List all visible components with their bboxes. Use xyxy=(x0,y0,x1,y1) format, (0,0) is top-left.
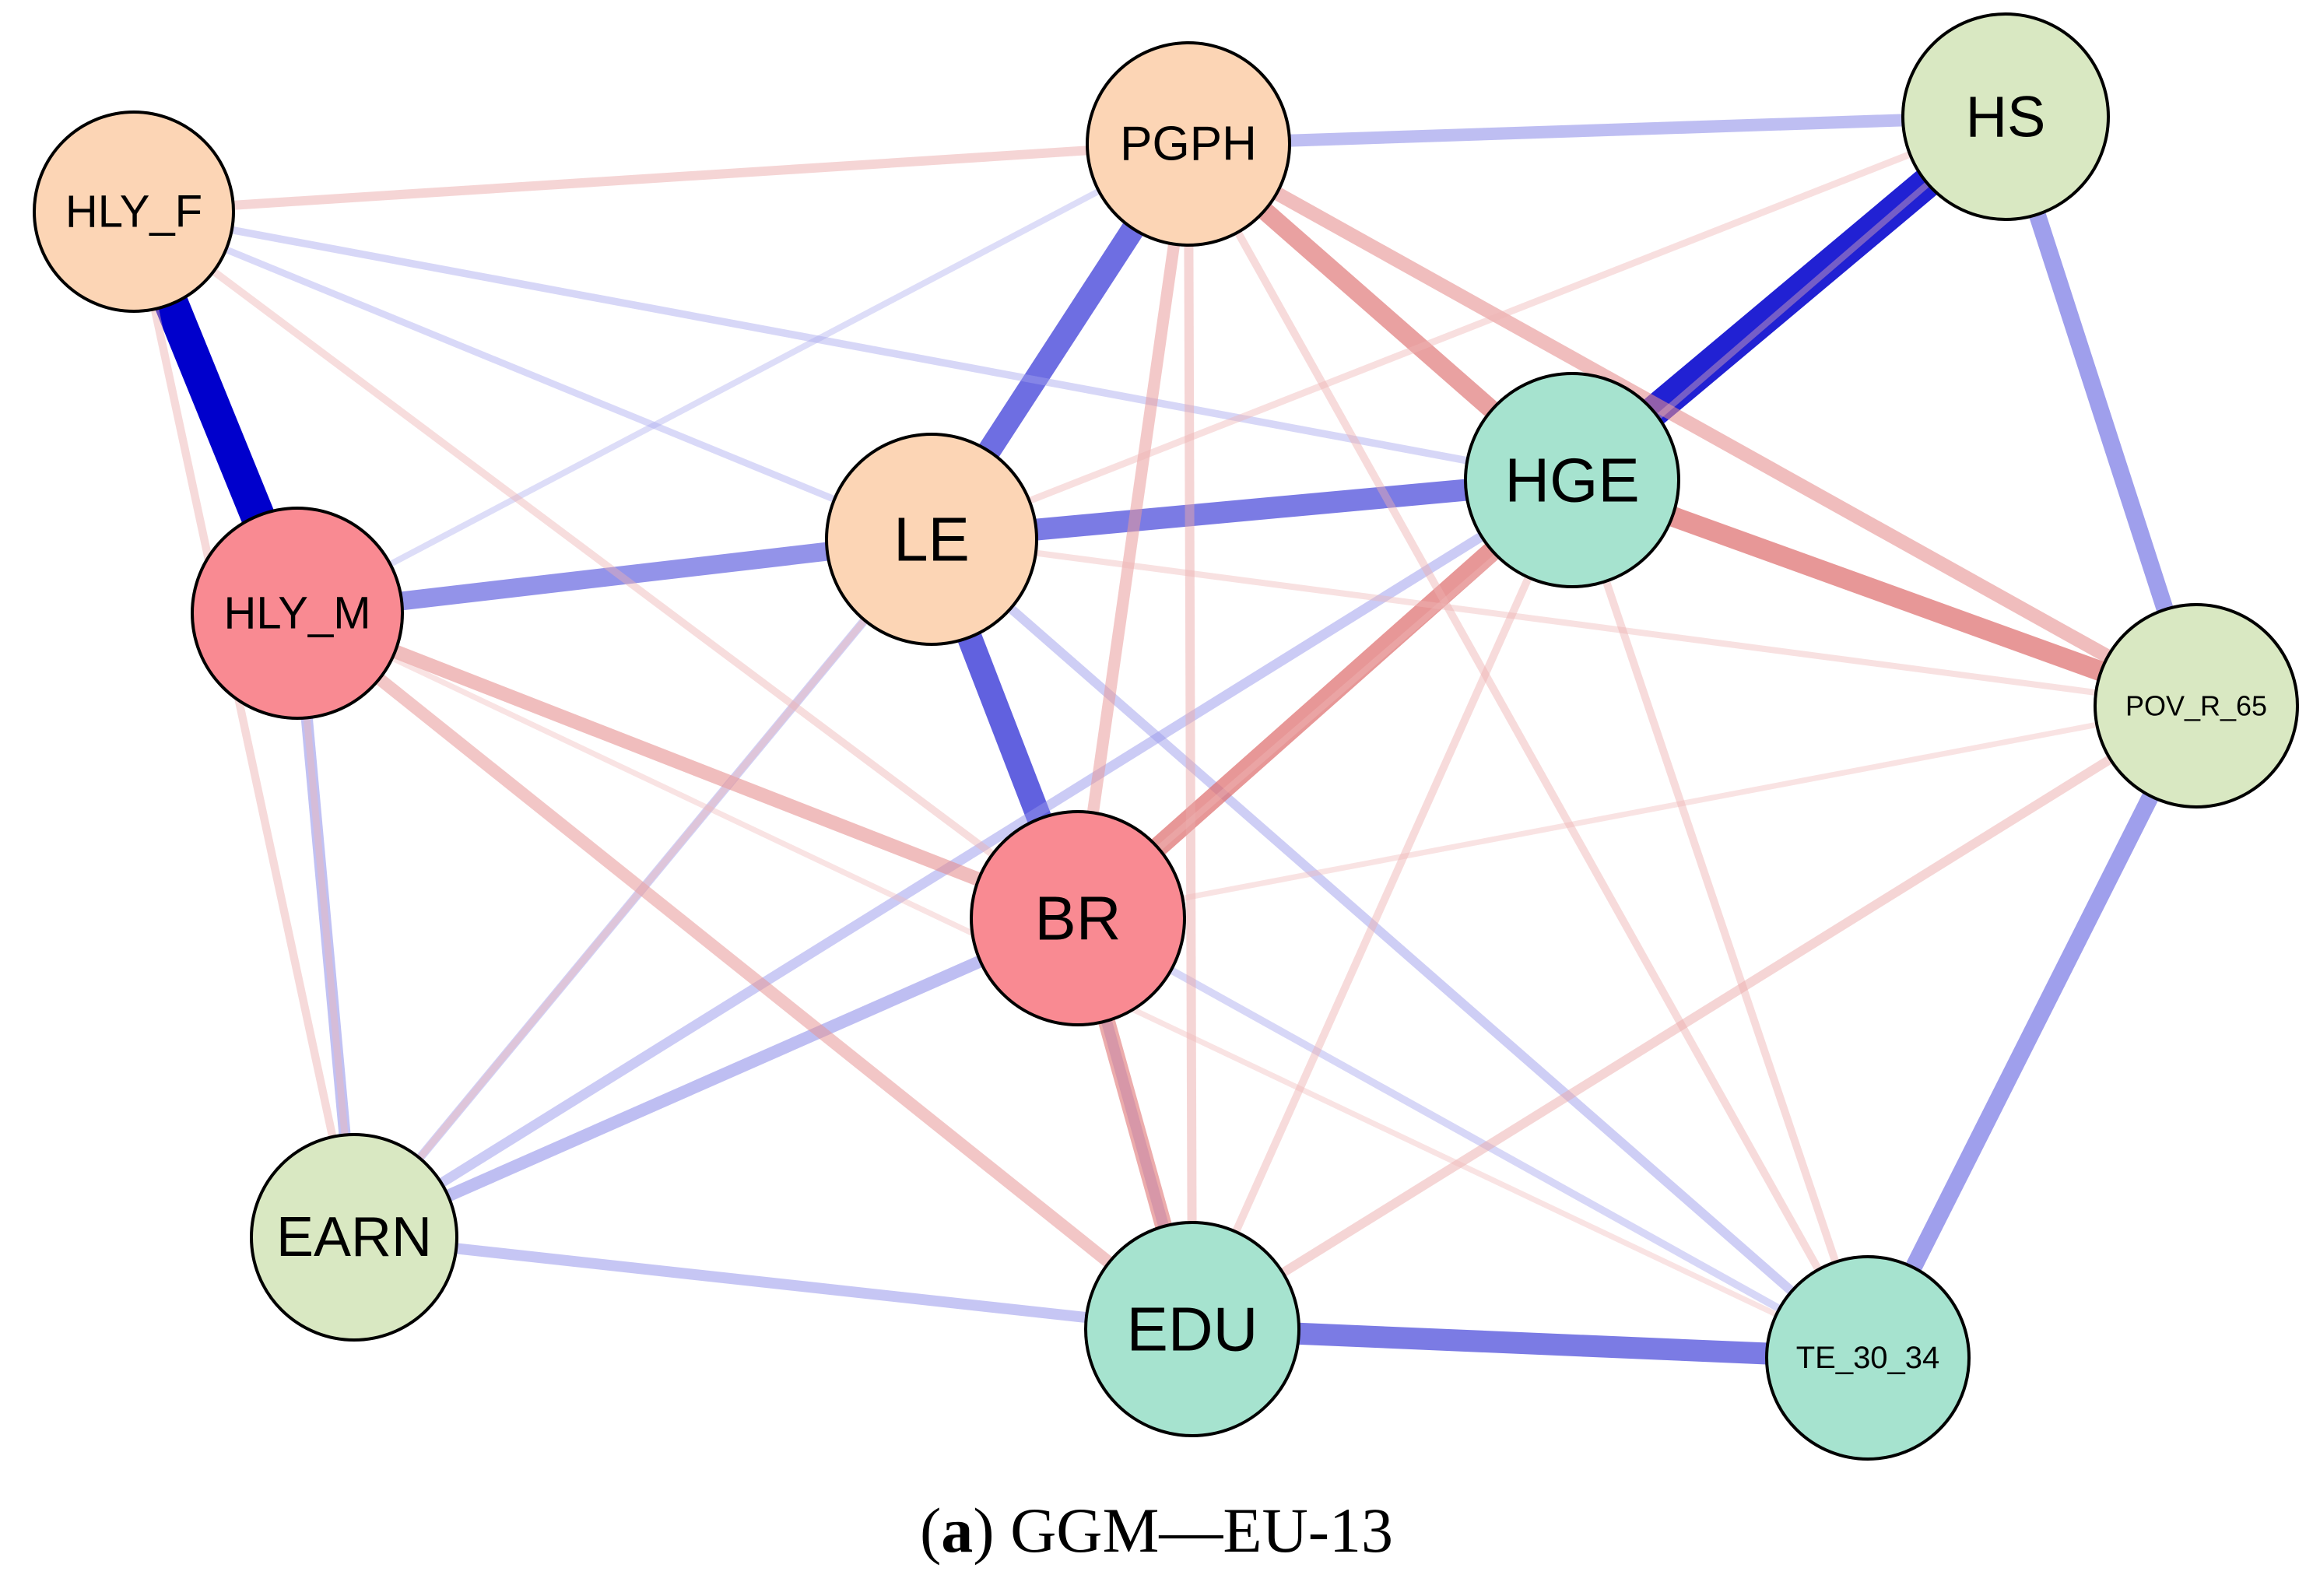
edge-pgph-pov_r_65 xyxy=(1185,138,2200,712)
node-hs: HS xyxy=(1901,12,2110,221)
caption-text: GGM—EU-13 xyxy=(1010,1495,1394,1566)
edge-earn-edu xyxy=(353,1232,1193,1335)
edge-hs-le xyxy=(930,113,2007,543)
edge-le-earn xyxy=(351,537,935,1240)
node-label-hs: HS xyxy=(1966,85,2046,149)
edge-pgph-edu xyxy=(1184,143,1197,1330)
edges-layer xyxy=(118,104,2205,1369)
edge-hge-pov_r_65 xyxy=(1568,470,2200,716)
edge-earn-hge xyxy=(351,475,1575,1242)
edge-pov_r_65-br xyxy=(1077,703,2197,921)
node-hge: HGE xyxy=(1464,372,1680,588)
node-label-hge: HGE xyxy=(1504,446,1639,515)
edge-pgph-br xyxy=(1072,142,1195,920)
node-earn: EARN xyxy=(250,1133,458,1342)
node-circle-hge xyxy=(1464,372,1680,588)
edge-earn-br xyxy=(351,912,1081,1243)
node-circle-hly_m xyxy=(191,507,404,720)
node-label-pgph: PGPH xyxy=(1120,118,1257,171)
edge-pov_r_65-te_30_34 xyxy=(1860,702,2204,1362)
edge-pgph-te_30_34 xyxy=(1185,142,1872,1360)
node-label-le: LE xyxy=(893,505,970,574)
node-label-te_30_34: TE_30_34 xyxy=(1796,1341,1940,1375)
edge-hly_f-br xyxy=(132,209,1080,921)
figure-caption: (a) GGM—EU-13 xyxy=(919,1495,1394,1566)
edge-edu-te_30_34 xyxy=(1192,1318,1869,1369)
node-te_30_34: TE_30_34 xyxy=(1765,1255,1971,1461)
edge-br-te_30_34 xyxy=(1076,914,1870,1362)
node-circle-pgph xyxy=(1086,41,1291,247)
node-le: LE xyxy=(825,433,1038,646)
edge-hly_f-pgph xyxy=(133,139,1189,216)
node-pgph: PGPH xyxy=(1086,41,1291,247)
node-br: BR xyxy=(970,810,1186,1026)
edge-hge-edu xyxy=(1188,478,1576,1331)
caption-label: a xyxy=(941,1495,974,1566)
node-circle-hly_f xyxy=(33,110,235,313)
node-circle-br xyxy=(970,810,1186,1026)
edge-hge-br xyxy=(1071,472,1579,926)
node-label-edu: EDU xyxy=(1127,1295,1258,1364)
edge-hly_f-earn xyxy=(129,210,359,1239)
edge-hly_f-le xyxy=(132,208,933,543)
node-hly_f: HLY_F xyxy=(33,110,235,313)
node-circle-le xyxy=(825,433,1038,646)
node-label-earn: EARN xyxy=(276,1206,432,1268)
node-circle-te_30_34 xyxy=(1765,1255,1971,1461)
node-circle-pov_r_65 xyxy=(2094,603,2299,809)
node-circle-earn xyxy=(250,1133,458,1342)
edge-hly_m-pgph xyxy=(296,141,1190,616)
edge-hge-te_30_34 xyxy=(1568,479,1872,1359)
edge-hly_m-edu xyxy=(293,608,1196,1335)
node-edu: EDU xyxy=(1084,1221,1300,1437)
edge-le-te_30_34 xyxy=(928,535,1871,1362)
node-label-pov_r_65: POV_R_65 xyxy=(2125,690,2267,722)
edge-pov_r_65-edu xyxy=(1189,701,2199,1334)
edge-hly_f-hge xyxy=(133,208,1573,484)
node-label-br: BR xyxy=(1034,884,1121,953)
node-label-hly_f: HLY_F xyxy=(65,187,202,237)
node-circle-hs xyxy=(1901,12,2110,221)
edge-pgph-hs xyxy=(1188,110,2006,150)
edge-hly_m-br xyxy=(294,606,1081,925)
node-circle-edu xyxy=(1084,1221,1300,1437)
node-pov_r_65: POV_R_65 xyxy=(2094,603,2299,809)
edge-le-pov_r_65 xyxy=(931,536,2197,709)
node-hly_m: HLY_M xyxy=(191,507,404,720)
node-label-hly_m: HLY_M xyxy=(223,588,370,639)
